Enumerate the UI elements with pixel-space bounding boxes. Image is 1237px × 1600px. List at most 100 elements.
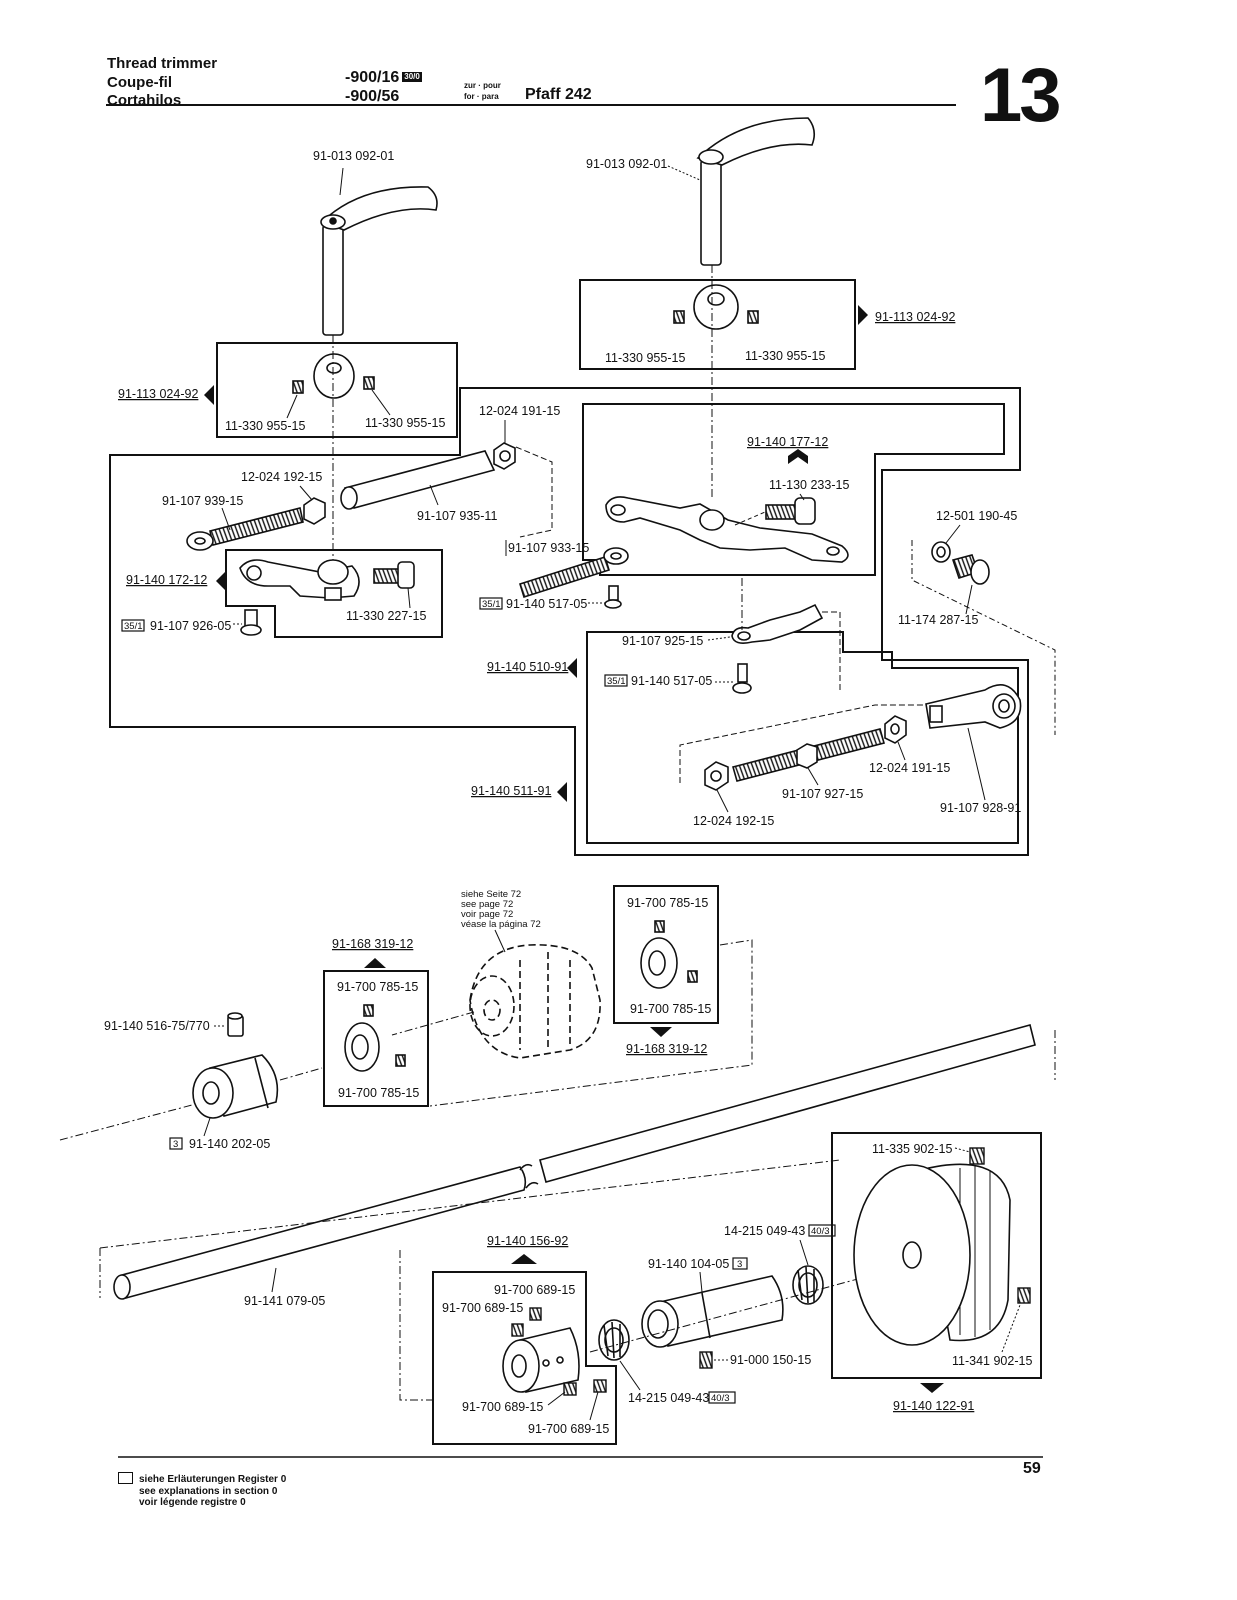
crank-172 bbox=[239, 559, 360, 601]
leader-079 bbox=[271, 1267, 277, 1293]
nut-191-bot bbox=[884, 715, 907, 744]
ref-156[interactable]: 91-140 156-92 bbox=[487, 1234, 568, 1248]
shaft-079 bbox=[113, 1024, 1036, 1300]
ref-122[interactable]: 91-140 122-91 bbox=[893, 1399, 974, 1413]
label-192-top: 12-024 192-15 bbox=[241, 470, 322, 484]
coupling-202 bbox=[192, 1054, 279, 1119]
badge-517-a-text: 35/1 bbox=[482, 599, 501, 610]
label-955-d: 11-330 955-15 bbox=[745, 349, 825, 363]
title-fr: Coupe-fil bbox=[107, 74, 172, 91]
nut-191-top bbox=[493, 442, 516, 470]
nut-192-top bbox=[303, 497, 326, 525]
outline-511 bbox=[109, 387, 1029, 856]
dash-925b bbox=[822, 611, 841, 690]
badge-049-a bbox=[808, 1224, 836, 1237]
see-page-de: siehe Seite 72 bbox=[461, 889, 521, 900]
dash-rod bbox=[679, 704, 925, 783]
label-928: 91-107 928-91 bbox=[940, 801, 1021, 815]
ref-510[interactable]: 91-140 510-91 bbox=[487, 660, 568, 674]
ref-arrow-319-b bbox=[650, 1027, 672, 1037]
axis-bottom bbox=[589, 1261, 921, 1353]
bushing-104 bbox=[641, 1275, 784, 1348]
leader-287 bbox=[965, 584, 973, 615]
leader-191-bot bbox=[897, 741, 906, 761]
box-319-b bbox=[613, 885, 719, 1024]
badge-926 bbox=[121, 619, 145, 632]
ref-arrow-113-left bbox=[204, 385, 214, 405]
label-516: 91-140 516-75/770 bbox=[104, 1019, 210, 1033]
label-925: 91-107 925-15 bbox=[622, 634, 703, 648]
label-955-c: 11-330 955-15 bbox=[605, 351, 685, 365]
ref-172[interactable]: 91-140 172-12 bbox=[126, 573, 207, 587]
leader-190 bbox=[945, 524, 961, 544]
label-785-a: 91-700 785-15 bbox=[337, 980, 418, 994]
dash-319 bbox=[429, 939, 753, 1107]
label-517-a: 91-140 517-05 bbox=[506, 597, 587, 611]
label-926: 91-107 926-05 bbox=[150, 619, 231, 633]
ref-511[interactable]: 91-140 511-91 bbox=[471, 784, 551, 798]
ref-arrow-113-right bbox=[858, 305, 868, 325]
label-785-c: 91-700 785-15 bbox=[627, 896, 708, 910]
ref-319-a[interactable]: 91-168 319-12 bbox=[332, 937, 413, 951]
header-rule bbox=[106, 104, 956, 106]
badge-104-text: 3 bbox=[737, 1259, 742, 1270]
set-screws-689 bbox=[511, 1307, 607, 1396]
title-en: Thread trimmer bbox=[107, 55, 218, 72]
leader-939 bbox=[221, 507, 231, 531]
ref-319-b[interactable]: 91-168 319-12 bbox=[626, 1042, 707, 1056]
label-150: 91-000 150-15 bbox=[730, 1353, 811, 1367]
badge-517-b bbox=[604, 674, 628, 687]
screw-287 bbox=[951, 554, 990, 585]
leader-955-a bbox=[286, 394, 298, 419]
label-202: 91-140 202-05 bbox=[189, 1137, 270, 1151]
label-192-bot: 12-024 192-15 bbox=[693, 814, 774, 828]
pulley-122 bbox=[853, 1163, 1011, 1346]
section-number: 13 bbox=[980, 53, 1062, 138]
label-049-a: 14-215 049-43 bbox=[724, 1224, 805, 1238]
leader-925 bbox=[707, 636, 731, 641]
label-935: 91-107 935-11 bbox=[417, 509, 497, 523]
label-335: 11-335 902-15 bbox=[872, 1142, 952, 1156]
axis-hook bbox=[391, 1011, 475, 1036]
leader-689-d bbox=[589, 1391, 599, 1421]
ref-113-right[interactable]: 91-113 024-92 bbox=[875, 310, 955, 324]
outline-510 bbox=[586, 631, 1019, 844]
pin-926 bbox=[240, 609, 262, 636]
label-785-b: 91-700 785-15 bbox=[338, 1086, 419, 1100]
label-191-top: 12-024 191-15 bbox=[479, 404, 560, 418]
label-191-bot: 12-024 191-15 bbox=[869, 761, 950, 775]
leader-192-bot bbox=[716, 789, 729, 813]
label-knife-right: 91-013 092-01 bbox=[586, 157, 667, 171]
ref-arrow-122 bbox=[920, 1383, 944, 1393]
label-939: 91-107 939-15 bbox=[162, 494, 243, 508]
label-227: 11-330 227-15 bbox=[346, 609, 426, 623]
rod-end-928 bbox=[925, 684, 1022, 729]
label-689-b: 91-700 689-15 bbox=[442, 1301, 523, 1315]
dash-233 bbox=[734, 511, 766, 526]
outline-177 bbox=[582, 403, 1005, 576]
leader-227 bbox=[407, 587, 411, 609]
badge-049-a-text: 40/3 bbox=[811, 1226, 830, 1237]
badge-104 bbox=[732, 1257, 748, 1270]
dash-287 bbox=[911, 540, 1056, 735]
nut-192-bot bbox=[704, 761, 729, 791]
leader-233 bbox=[799, 493, 805, 501]
dash-shaft bbox=[99, 1030, 1056, 1298]
bearing-049-a bbox=[598, 1319, 630, 1361]
label-049-b: 14-215 049-43 bbox=[628, 1391, 709, 1405]
footer-en: see explanations in section 0 bbox=[139, 1485, 278, 1497]
collar-right bbox=[673, 284, 759, 330]
leader-see-page bbox=[494, 929, 506, 953]
leader-935 bbox=[429, 484, 439, 506]
sleeve-156 bbox=[502, 1327, 580, 1393]
link-925 bbox=[731, 603, 824, 644]
ref-113-left[interactable]: 91-113 024-92 bbox=[118, 387, 198, 401]
leader-104 bbox=[699, 1271, 703, 1293]
machine-name: Pfaff 242 bbox=[525, 86, 592, 103]
link-dash-1 bbox=[515, 446, 553, 538]
leader-202 bbox=[203, 1117, 211, 1137]
ref-arrow-177 bbox=[788, 449, 808, 464]
ref-177[interactable]: 91-140 177-12 bbox=[747, 435, 828, 449]
label-104: 91-140 104-05 bbox=[648, 1257, 729, 1271]
